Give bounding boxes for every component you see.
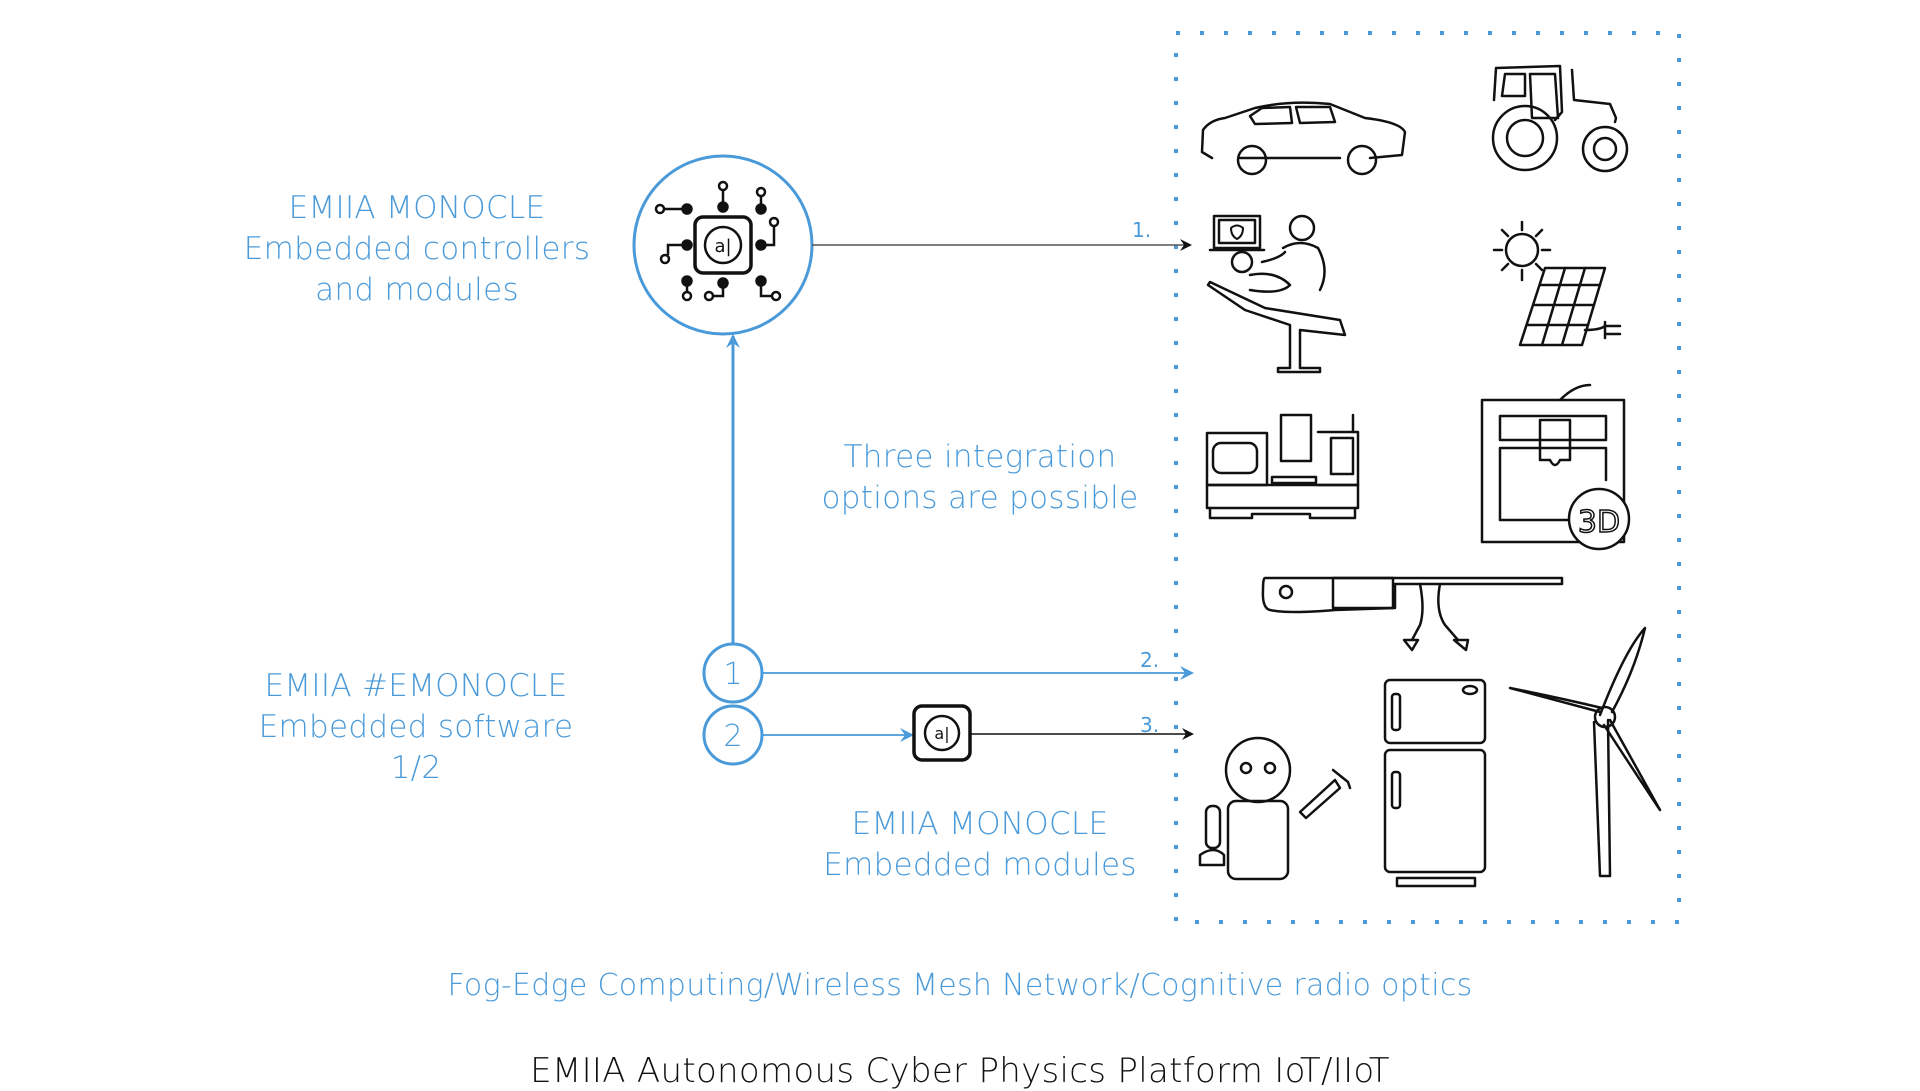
circuit-chip-icon [654, 180, 782, 302]
wind-turbine-icon [1508, 626, 1662, 878]
modules-label-line2: Embedded modules [823, 847, 1137, 883]
medical-patient-icon [1206, 214, 1347, 374]
cnc-machine-icon [1205, 413, 1360, 520]
integration-label: Three integration options are possible [790, 437, 1170, 519]
controllers-label: EMIIA MONOCLE Embedded controllers and m… [232, 188, 602, 311]
software-label: EMIIA #EMONOCLE Embedded software 1/2 [236, 666, 596, 789]
controllers-label-line1: EMIIA MONOCLE [288, 190, 546, 226]
refrigerator-icon [1383, 678, 1487, 888]
robot-icon [1198, 736, 1352, 881]
svg-text:2: 2 [723, 719, 742, 754]
3d-printer-icon [1480, 383, 1631, 551]
software-label-line1: EMIIA #EMONOCLE [264, 668, 568, 704]
option-node-2[interactable]: 2 [702, 704, 764, 766]
platform-title: EMIIA Autonomous Cyber Physics Platform … [530, 1051, 1390, 1091]
smart-glasses-icon [1261, 576, 1564, 652]
software-label-line2: Embedded software [258, 709, 574, 745]
integration-label-line2: options are possible [821, 480, 1139, 516]
arrow-3-label: 3. [1140, 713, 1160, 737]
arrow-2-label: 2. [1140, 648, 1160, 672]
svg-text:a|: a| [934, 724, 949, 743]
chip-glyph: a| [714, 236, 731, 257]
svg-text:1: 1 [723, 657, 742, 692]
controllers-label-line2: Embedded controllers [243, 231, 591, 267]
software-label-line3: 1/2 [390, 750, 442, 786]
embedded-module-icon[interactable]: a| [912, 704, 972, 762]
controllers-label-line3: and modules [315, 272, 519, 308]
solar-panel-icon [1492, 220, 1622, 347]
tractor-icon [1491, 64, 1629, 173]
arrow-1-label: 1. [1132, 218, 1152, 242]
integration-label-line1: Three integration [843, 439, 1117, 475]
modules-label-line1: EMIIA MONOCLE [851, 806, 1109, 842]
car-icon [1200, 101, 1407, 176]
3d-badge: 3D [1578, 505, 1620, 540]
network-caption: Fog-Edge Computing/Wireless Mesh Network… [447, 968, 1473, 1003]
modules-label: EMIIA MONOCLE Embedded modules [790, 804, 1170, 886]
device-boundary [1174, 31, 1681, 924]
option-node-1[interactable]: 1 [702, 642, 764, 704]
